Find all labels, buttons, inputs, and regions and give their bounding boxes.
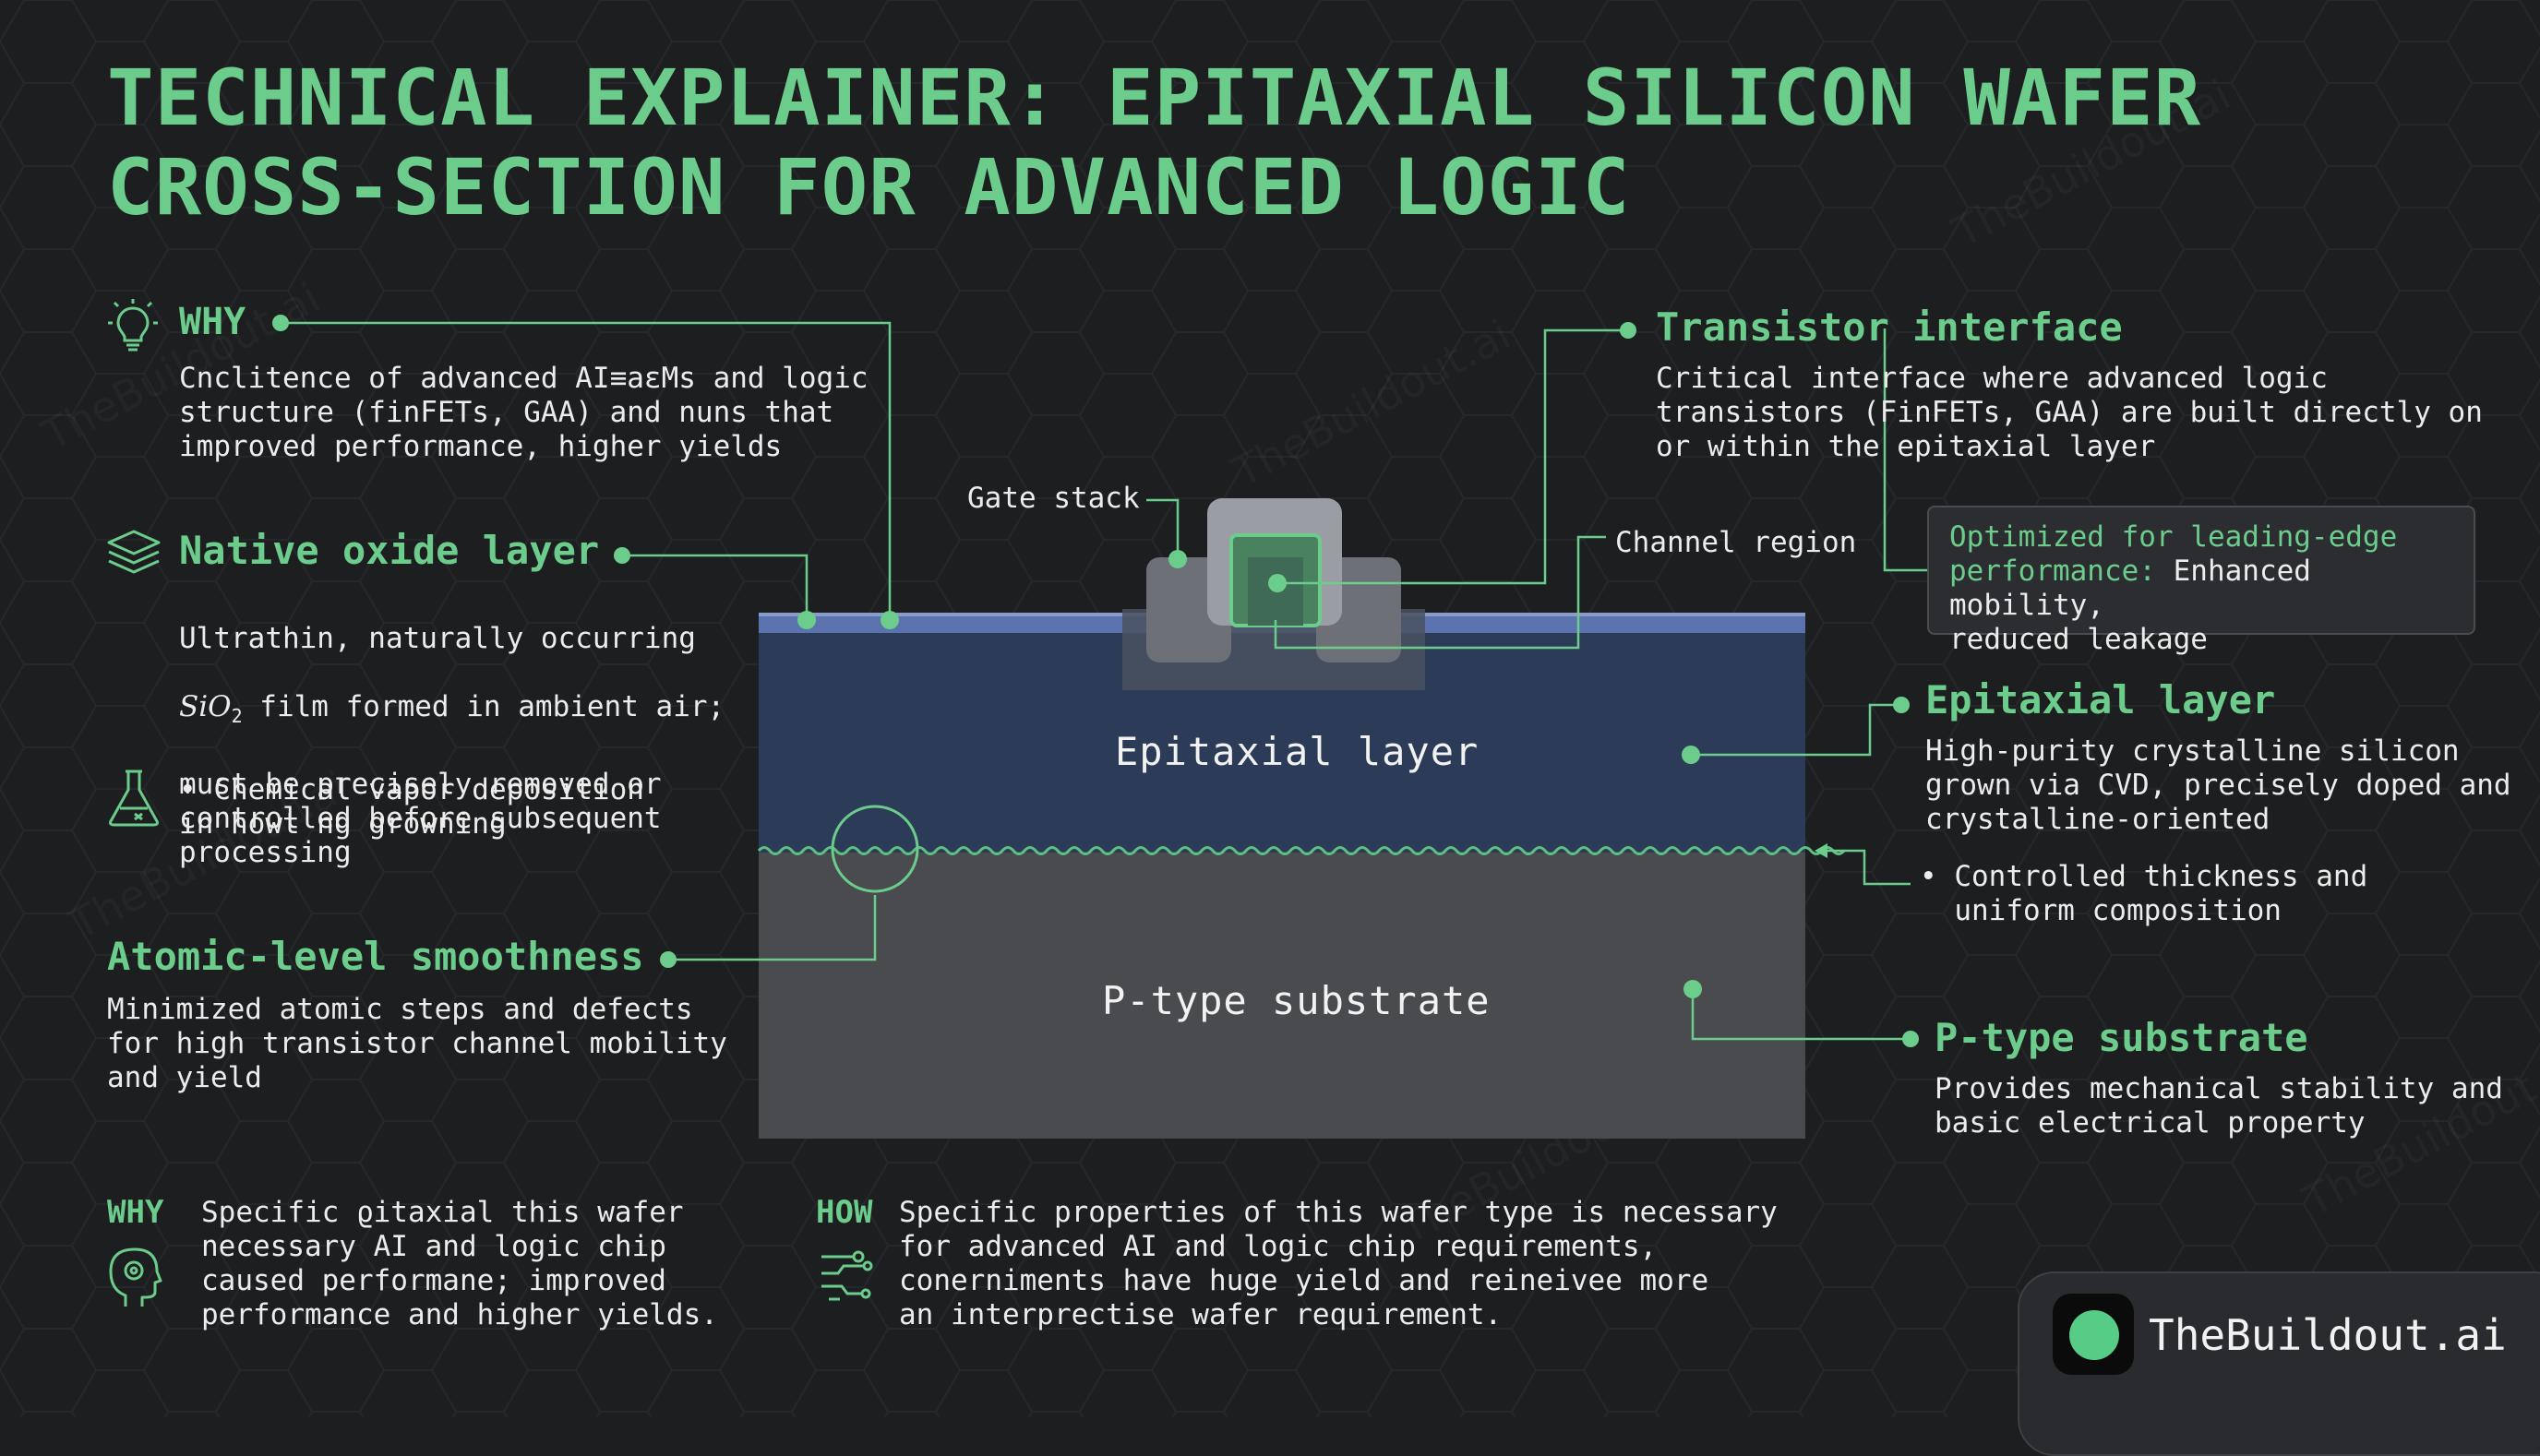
why-text: Cnclitence of advanced AI≡aεMs and logic… xyxy=(179,362,869,463)
optimized-callout: Optimized for leading-edge performance: … xyxy=(1927,506,2475,656)
channel-region-label: Channel region xyxy=(1615,526,1857,559)
page-title: TECHNICAL EXPLAINER: EPITAXIAL SILICON W… xyxy=(107,53,2202,233)
layers-icon xyxy=(107,530,161,574)
cvd-note-text: • Chemical vapor deposition in howt ng g… xyxy=(179,773,644,841)
substrate-label: P-type substrate xyxy=(1102,978,1491,1023)
atomic-smoothness-text: Minimized atomic steps and defects for h… xyxy=(107,993,727,1094)
brain-head-icon xyxy=(109,1247,162,1307)
circuit-flow-icon xyxy=(821,1250,873,1301)
native-oxide-heading: Native oxide layer xyxy=(179,528,600,573)
controlled-thickness-text: • Controlled thickness and uniform compo… xyxy=(1920,860,2368,927)
logo-text: TheBuildout.ai xyxy=(2149,1310,2507,1360)
p-type-substrate-text: Provides mechanical stability and basic … xyxy=(1935,1072,2503,1140)
bottom-why-key: WHY xyxy=(107,1194,164,1231)
why-heading: WHY xyxy=(179,301,246,343)
epitaxial-layer-label: Epitaxial layer xyxy=(1115,729,1480,774)
gate-stack-label: Gate stack xyxy=(967,482,1140,515)
transistor-interface-text: Critical interface where advanced logic … xyxy=(1656,362,2483,463)
native-oxide-line1: Ultrathin, naturally occurring xyxy=(179,622,696,655)
sio2-subscript: 2 xyxy=(231,705,243,728)
p-type-substrate-heading: P-type substrate xyxy=(1935,1015,2308,1060)
bottom-why-text: Specific ϱitaxial this wafer necessary A… xyxy=(201,1196,718,1331)
epitaxial-layer-text: High-purity crystalline silicon grown vi… xyxy=(1925,734,2511,836)
transistor-interface-heading: Transistor interface xyxy=(1656,304,2123,350)
sio2-formula: SiO xyxy=(179,690,232,723)
optimized-highlight: Optimized for leading-edge performance: xyxy=(1949,520,2398,588)
bottom-how-key: HOW xyxy=(816,1194,873,1231)
logo-dot-icon xyxy=(2069,1310,2119,1360)
native-oxide-rest: must be precisely removed or controlled … xyxy=(179,768,662,870)
atomic-smoothness-heading: Atomic-level smoothness xyxy=(107,934,644,979)
epitaxial-layer-heading: Epitaxial layer xyxy=(1925,677,2276,722)
bottom-how-text: Specific properties of this wafer type i… xyxy=(899,1196,1778,1331)
optimized-text: Enhanced mobility, reduced leakage xyxy=(1949,555,2311,656)
lightbulb-icon xyxy=(108,299,158,352)
native-oxide-line2: film formed in ambient air; xyxy=(242,690,725,723)
native-oxide-text: Ultrathin, naturally occurring SiO2 film… xyxy=(179,588,725,870)
flask-icon xyxy=(109,770,159,827)
